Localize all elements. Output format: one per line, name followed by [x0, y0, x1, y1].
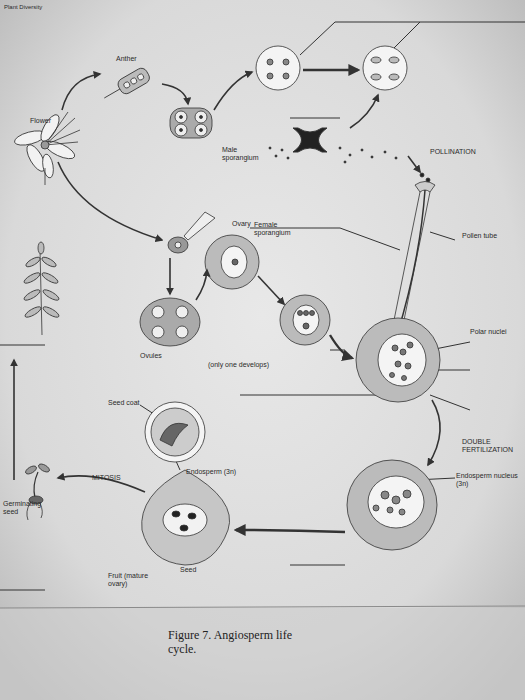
pistil-pollen-tube — [392, 173, 435, 335]
part-label: Fruit (mature ovary) — [108, 572, 163, 588]
microspore-circles — [256, 46, 407, 90]
part-label: Male sporangium — [222, 146, 268, 162]
seed — [145, 402, 205, 462]
part-label: Polar nuclei — [470, 328, 520, 336]
pollen-grains — [269, 128, 397, 163]
page-lower — [0, 608, 525, 700]
part-label: Ovules — [140, 352, 180, 360]
fruit — [142, 470, 230, 565]
pistil — [168, 212, 215, 253]
part-label: Germinating seed — [3, 500, 58, 516]
part-label: Flower — [30, 117, 70, 125]
embryo-sac — [356, 318, 440, 402]
part-label: MITOSIS — [92, 474, 132, 482]
germinating-seed — [24, 462, 50, 520]
plant-branch — [23, 242, 61, 335]
page-edge — [0, 606, 525, 608]
part-label: POLLINATION — [430, 148, 500, 156]
female-sporangium — [205, 235, 259, 289]
part-label: Female sporangium — [254, 221, 300, 237]
part-label: Anther — [116, 55, 156, 63]
part-label: Seed — [180, 566, 210, 574]
part-label: Plant Diversity — [4, 3, 64, 11]
part-label: Pollen tube — [462, 232, 517, 240]
megaspores — [280, 295, 330, 345]
anther-cross-section — [170, 108, 212, 138]
fertilized-ovule — [347, 460, 437, 550]
leader-lines — [0, 22, 525, 590]
part-label: DOUBLE FERTILIZATION — [462, 438, 524, 454]
flower — [13, 112, 80, 185]
anther — [100, 66, 151, 105]
part-label: Seed coat — [108, 399, 140, 407]
part-label: Endosperm nucleus (3n) — [456, 472, 518, 488]
cycle-arrows — [14, 70, 440, 532]
part-label: Endosperm (3n) — [186, 468, 256, 476]
figure-caption: Figure 7. Angiosperm life cycle. — [168, 628, 293, 656]
part-label: (only one develops) — [208, 361, 298, 369]
ovary-cross-section — [140, 298, 200, 346]
